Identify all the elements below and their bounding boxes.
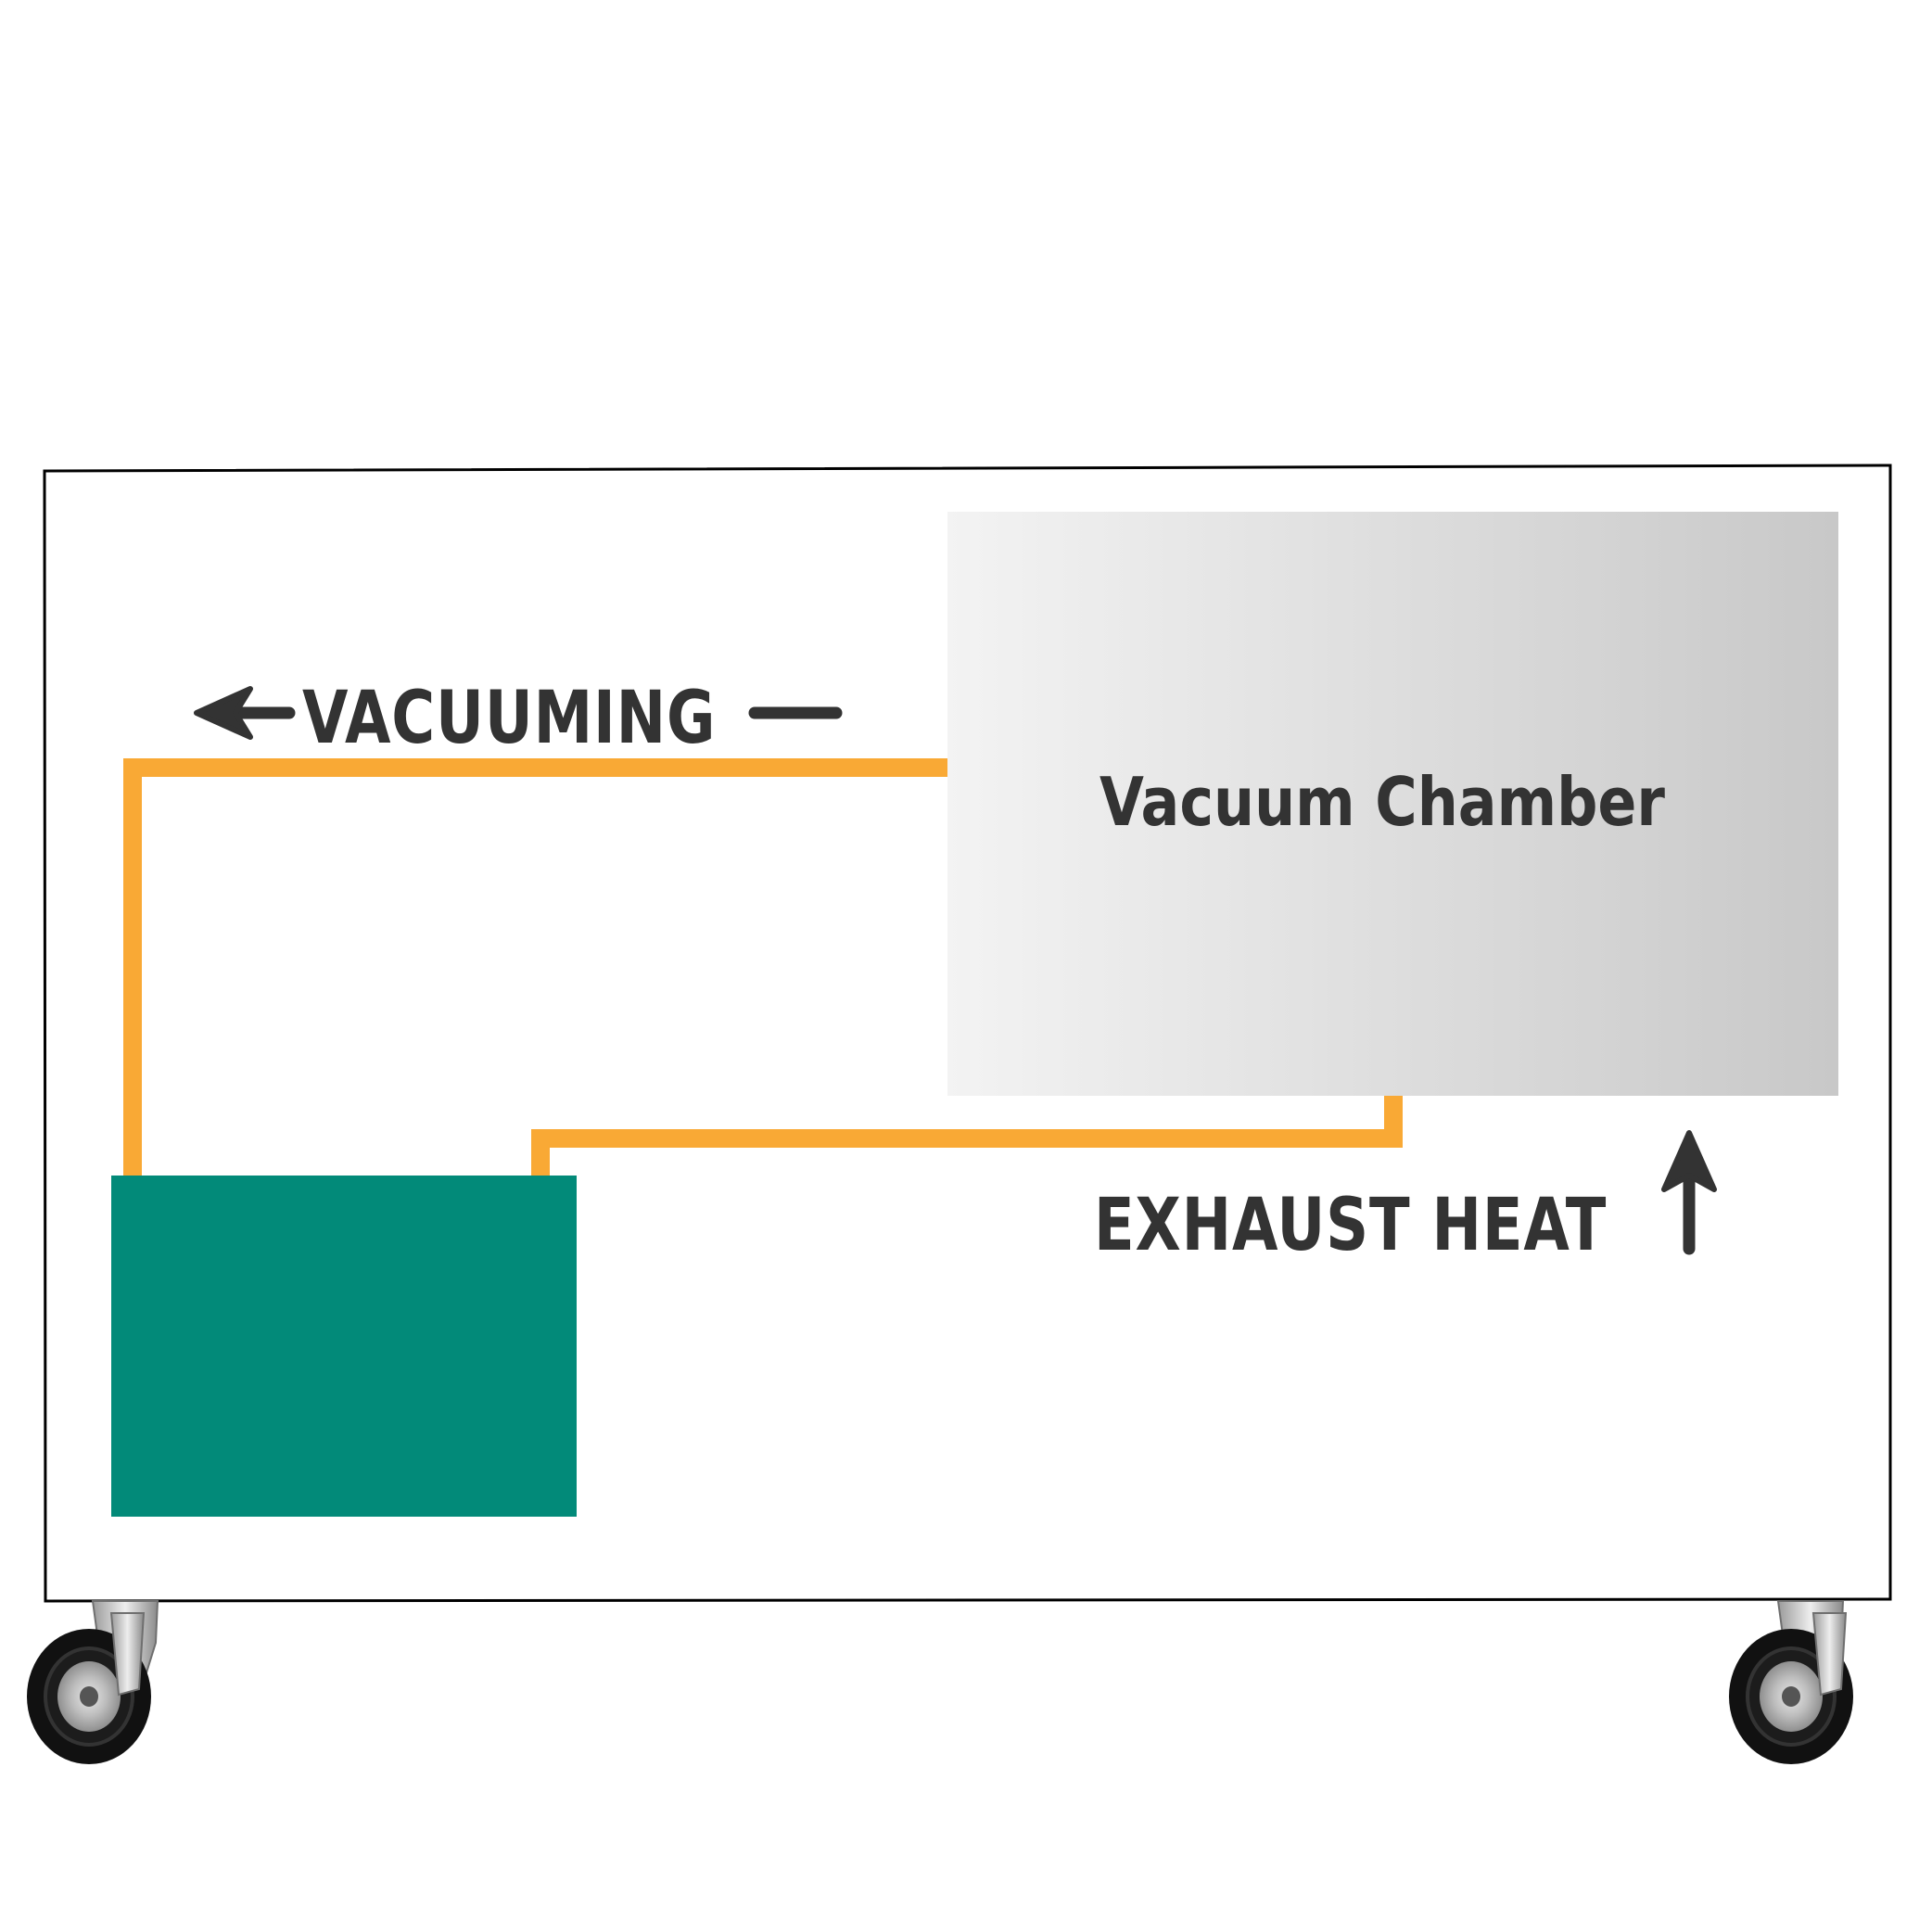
arrow-left-icon — [194, 686, 296, 740]
vacuum-pipe — [123, 758, 947, 1176]
exhaust-heat-label: EXHAUST HEAT — [1094, 1184, 1608, 1267]
caster-wheel-icon — [1729, 1600, 1853, 1764]
vacuum-chamber-box — [947, 512, 1838, 1096]
caster-wheel-icon — [27, 1600, 159, 1764]
arrow-up-icon — [1661, 1130, 1717, 1255]
exhaust-pipe — [531, 1096, 1403, 1176]
vacuuming-label: VACUUMING — [302, 677, 717, 760]
vacuum-chamber-label: Vacuum Chamber — [1099, 763, 1665, 841]
vacuum-pump-unit — [111, 1176, 577, 1517]
